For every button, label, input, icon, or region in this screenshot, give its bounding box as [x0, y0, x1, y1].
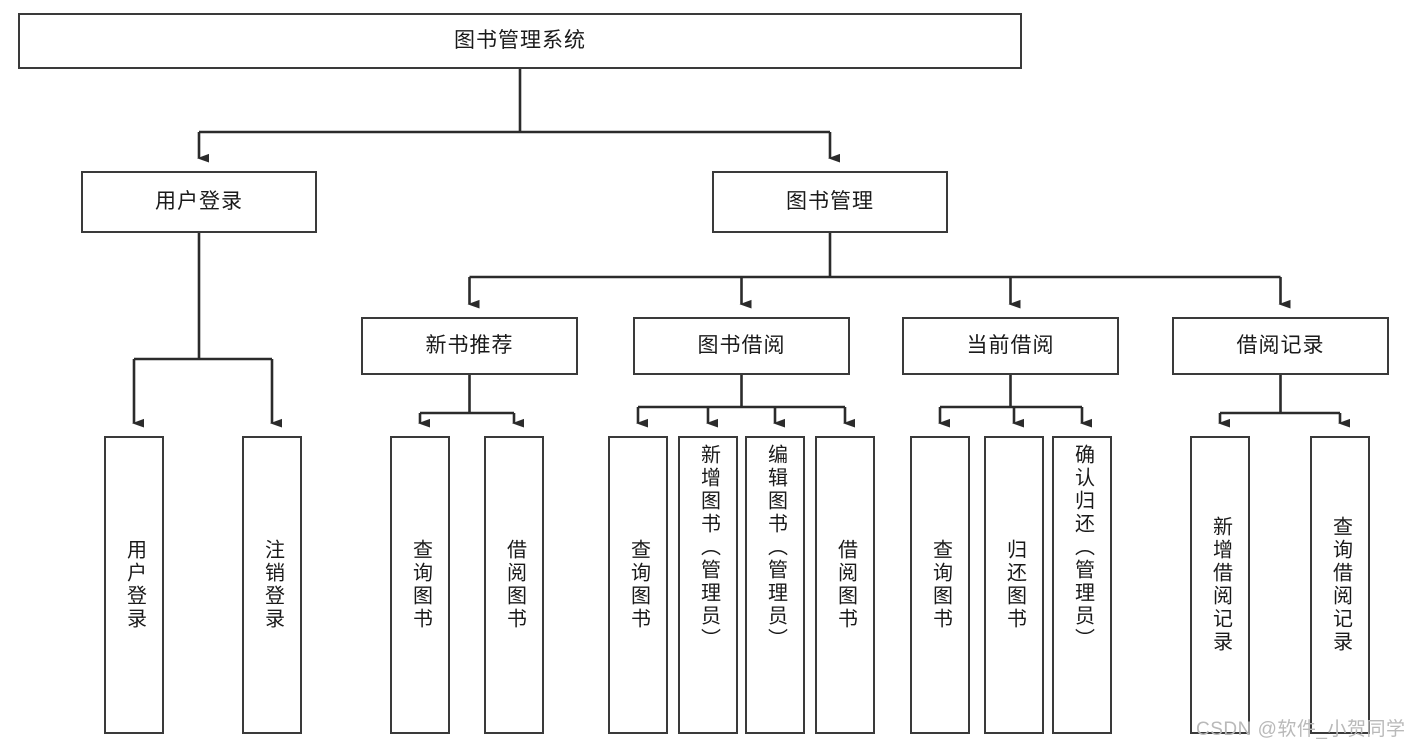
node-leaf-user-login[interactable]: 用户登录 [104, 436, 164, 734]
node-leaf-edit-book-label: 编辑图书（管理员） [764, 444, 787, 651]
node-book-manage[interactable]: 图书管理 [712, 171, 948, 233]
node-leaf-logout[interactable]: 注销登录 [242, 436, 302, 734]
node-borrow-record-label: 借阅记录 [1236, 334, 1325, 358]
watermark: CSDN @软件_小贺同学 [1196, 719, 1405, 740]
node-borrow-record[interactable]: 借阅记录 [1172, 317, 1389, 375]
node-leaf-borrow-book-recommend-label: 借阅图书 [503, 539, 526, 631]
node-leaf-edit-book[interactable]: 编辑图书（管理员） [745, 436, 805, 734]
node-leaf-query-book-recommend-label: 查询图书 [409, 539, 432, 631]
node-leaf-return-book[interactable]: 归还图书 [984, 436, 1044, 734]
node-leaf-query-book-borrow-label: 查询图书 [627, 539, 650, 631]
node-user-login[interactable]: 用户登录 [81, 171, 317, 233]
node-leaf-add-book-label: 新增图书（管理员） [697, 444, 720, 651]
node-leaf-query-book-borrow[interactable]: 查询图书 [608, 436, 668, 734]
node-leaf-confirm-return[interactable]: 确认归还（管理员） [1052, 436, 1112, 734]
node-book-borrow-label: 图书借阅 [697, 334, 786, 358]
node-new-book-recommend-label: 新书推荐 [425, 334, 514, 358]
node-leaf-return-book-label: 归还图书 [1003, 539, 1026, 631]
node-leaf-logout-label: 注销登录 [261, 539, 284, 631]
node-leaf-add-book[interactable]: 新增图书（管理员） [678, 436, 738, 734]
node-leaf-borrow-book[interactable]: 借阅图书 [815, 436, 875, 734]
node-leaf-query-book-recommend[interactable]: 查询图书 [390, 436, 450, 734]
node-new-book-recommend[interactable]: 新书推荐 [361, 317, 578, 375]
node-leaf-query-borrow-record-label: 查询借阅记录 [1329, 516, 1352, 654]
node-leaf-confirm-return-label: 确认归还（管理员） [1071, 444, 1094, 651]
node-current-borrow[interactable]: 当前借阅 [902, 317, 1119, 375]
node-book-borrow[interactable]: 图书借阅 [633, 317, 850, 375]
node-root[interactable]: 图书管理系统 [18, 13, 1022, 69]
node-user-login-label: 用户登录 [155, 190, 243, 214]
node-leaf-borrow-book-label: 借阅图书 [834, 539, 857, 631]
node-book-manage-label: 图书管理 [786, 190, 874, 214]
node-leaf-user-login-label: 用户登录 [123, 539, 146, 631]
node-leaf-add-borrow-record-label: 新增借阅记录 [1209, 516, 1232, 654]
node-leaf-query-borrow-record[interactable]: 查询借阅记录 [1310, 436, 1370, 734]
node-leaf-query-book-current[interactable]: 查询图书 [910, 436, 970, 734]
node-root-label: 图书管理系统 [454, 29, 586, 53]
node-leaf-borrow-book-recommend[interactable]: 借阅图书 [484, 436, 544, 734]
node-leaf-add-borrow-record[interactable]: 新增借阅记录 [1190, 436, 1250, 734]
node-current-borrow-label: 当前借阅 [966, 334, 1055, 358]
node-leaf-query-book-current-label: 查询图书 [929, 539, 952, 631]
